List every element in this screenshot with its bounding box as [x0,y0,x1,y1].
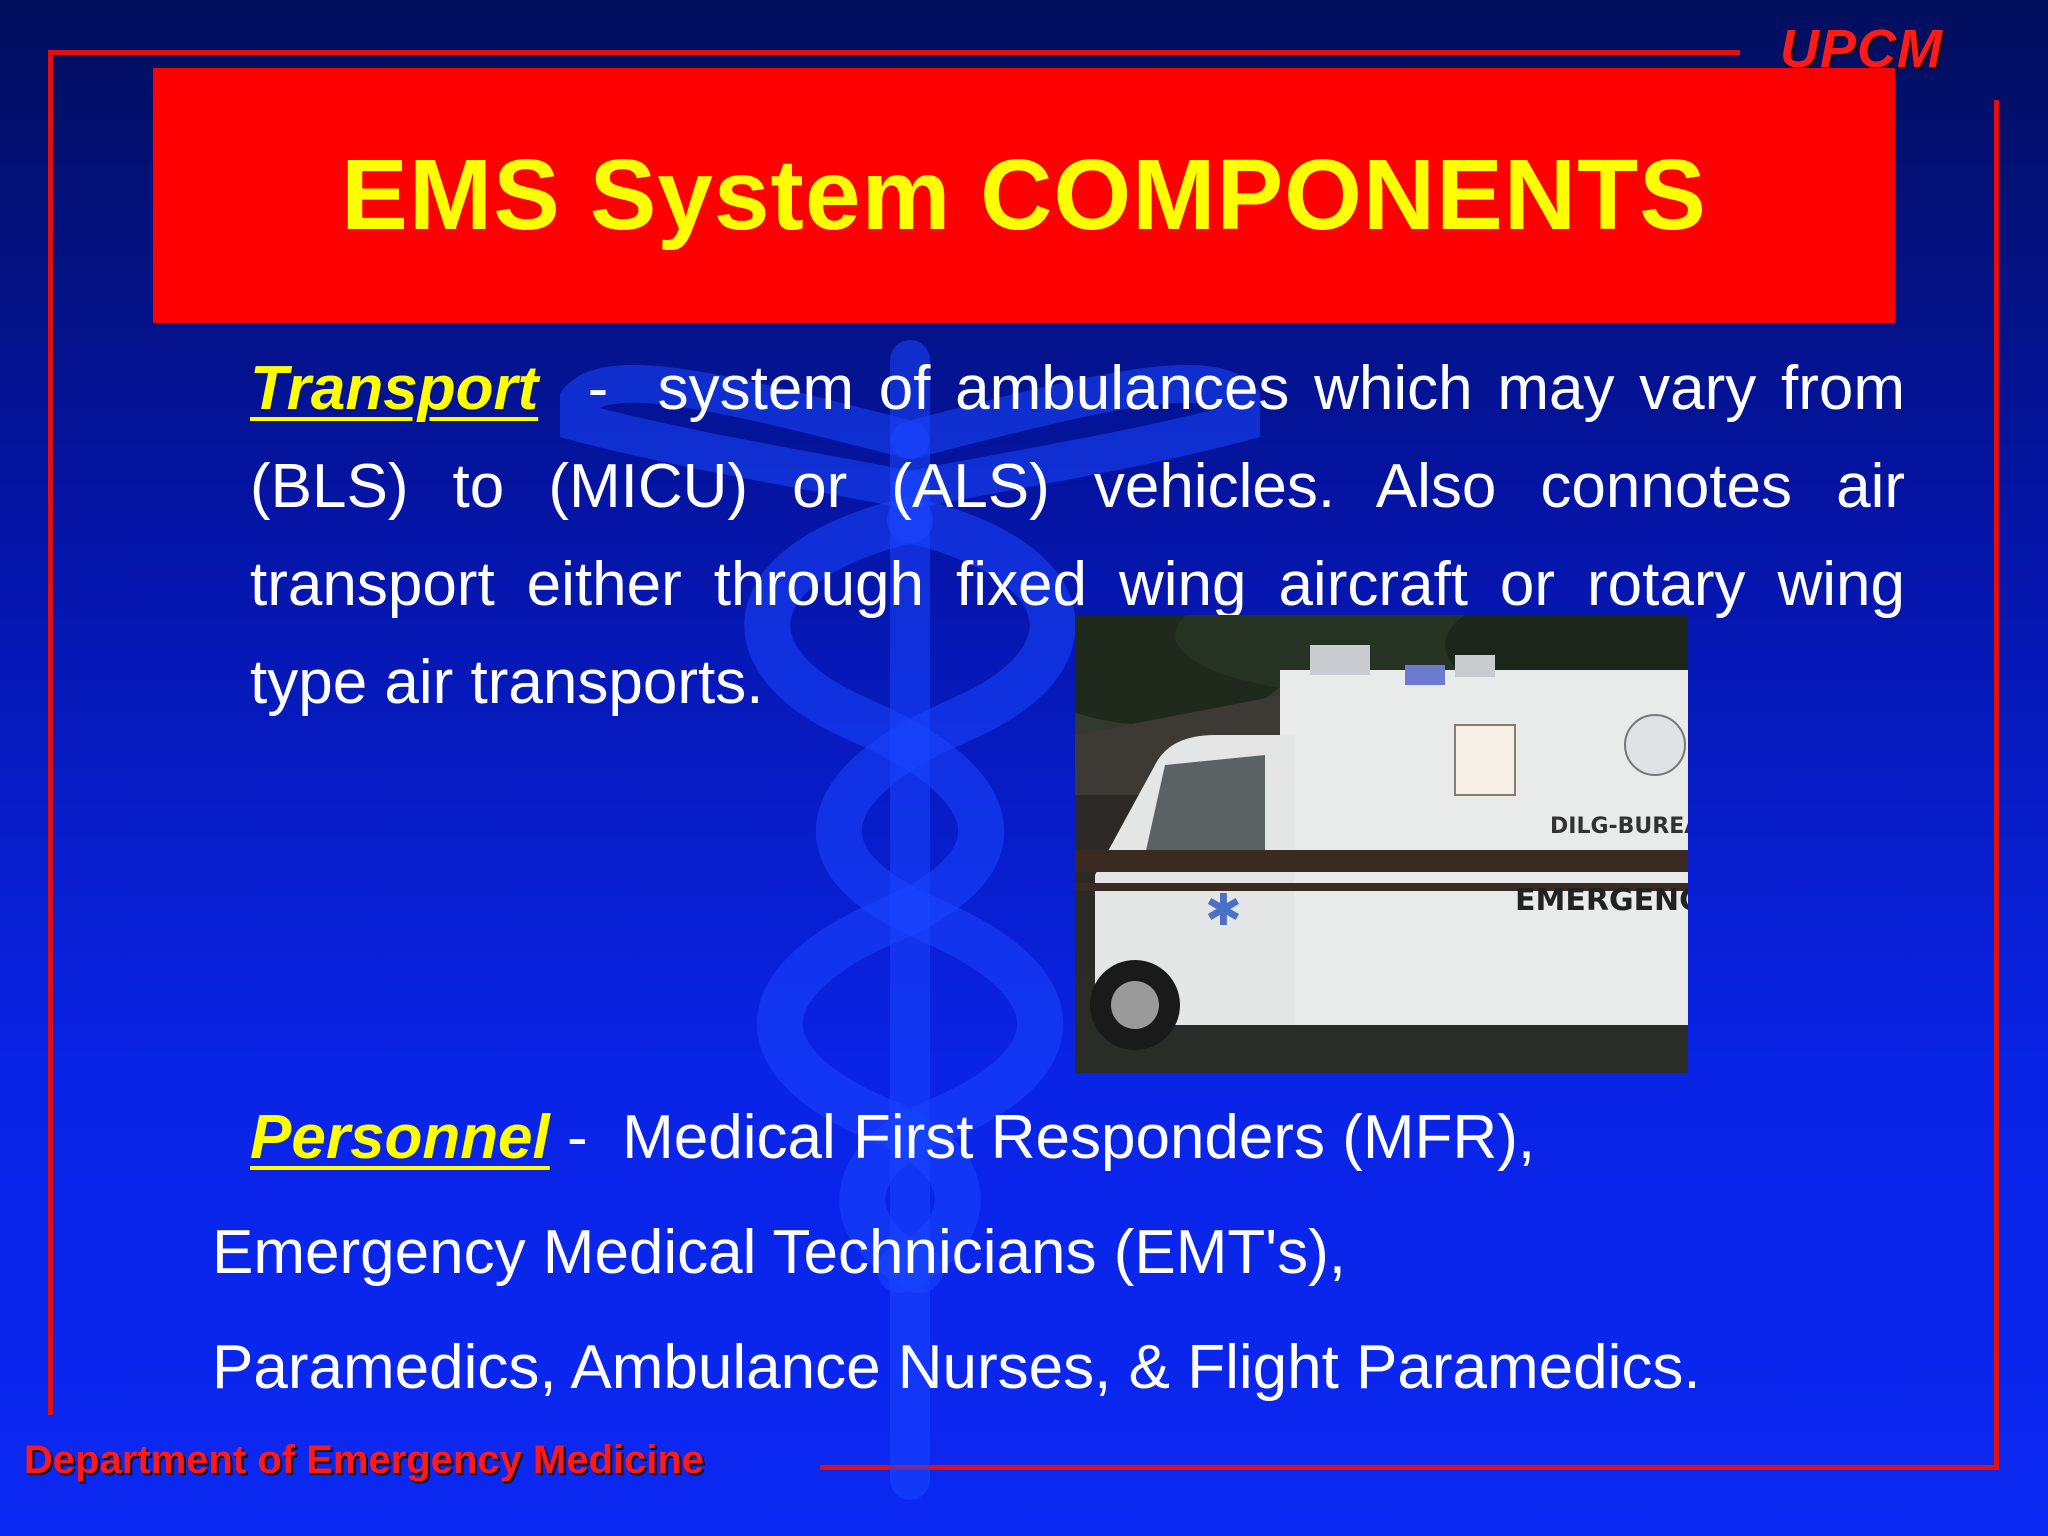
personnel-line-1-text: Medical First Responders (MFR), [622,1103,1536,1172]
vehicle-lettering-1: DILG-BUREAU OF [1550,814,1688,839]
personnel-line-1: Personnel - Medical First Responders (MF… [250,1098,1535,1178]
footer-department: Department of Emergency Medicine [24,1438,705,1482]
caduceus-watermark-icon [560,340,1260,1500]
ambulance-photo: ✱ DILG-BUREAU OF EMERGENCY ME [1075,615,1688,1073]
transport-description: system of ambulances which may vary from… [250,354,1905,717]
svg-text:✱: ✱ [1205,885,1242,936]
frame-bottom-line [820,1465,1999,1470]
personnel-term: Personnel [250,1103,550,1172]
title-banner: EMS System COMPONENTS [153,68,1895,323]
frame-top-line [50,50,1740,55]
frame-right-line [1994,100,1999,1470]
personnel-line-3: Paramedics, Ambulance Nurses, & Flight P… [212,1333,1701,1402]
personnel-separator: - [549,1103,623,1172]
frame-left-line [48,50,53,1415]
slide-title: EMS System COMPONENTS [341,139,1707,251]
transport-paragraph: Transport - system of ambulances which m… [250,340,1905,732]
personnel-line-2: Emergency Medical Technicians (EMT's), [212,1218,1346,1287]
transport-separator: - [538,354,658,423]
transport-term: Transport [250,354,539,423]
vehicle-lettering-2: EMERGENCY ME [1515,883,1688,918]
